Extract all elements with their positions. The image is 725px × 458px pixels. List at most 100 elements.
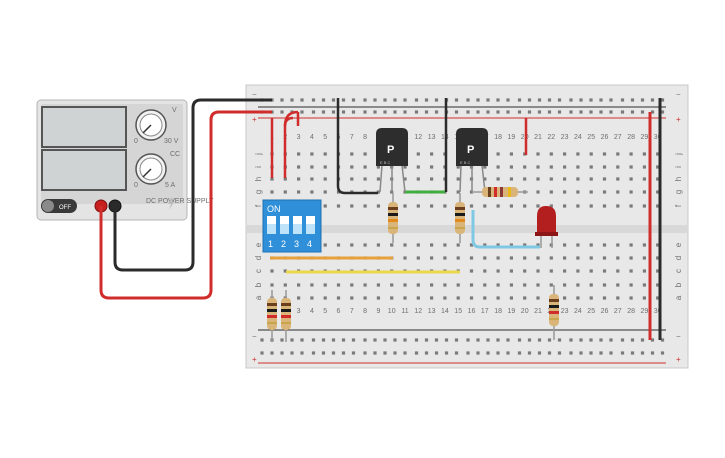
hole[interactable] [496,152,500,156]
rail-hole[interactable] [557,351,562,355]
rail-hole[interactable] [311,98,316,102]
hole[interactable] [430,165,434,169]
hole[interactable] [656,283,660,287]
hole[interactable] [549,204,553,208]
rail-hole[interactable] [609,110,613,114]
rail-hole[interactable] [620,351,625,355]
rail-hole[interactable] [557,338,562,342]
rail-hole[interactable] [599,110,603,114]
rail-hole[interactable] [311,338,316,342]
rail-hole[interactable] [640,351,645,355]
rail-hole[interactable] [569,110,573,114]
hole[interactable] [576,204,580,208]
hole[interactable] [483,256,487,260]
hole[interactable] [629,165,633,169]
rail-hole[interactable] [373,351,377,355]
hole[interactable] [523,296,527,300]
rail-hole[interactable] [383,110,387,114]
rail-hole[interactable] [496,98,500,102]
dip-toggle-2[interactable] [280,216,289,234]
rail-hole[interactable] [424,351,429,355]
rail-hole[interactable] [300,338,304,342]
rail-hole[interactable] [373,98,377,102]
hole[interactable] [363,204,367,208]
rail-hole[interactable] [640,338,645,342]
rail-hole[interactable] [486,98,490,102]
rail-hole[interactable] [300,98,304,102]
hole[interactable] [589,256,593,260]
hole[interactable] [469,296,474,300]
hole[interactable] [523,283,527,287]
hole[interactable] [563,204,567,208]
rail-hole[interactable] [424,110,429,114]
hole[interactable] [496,283,500,287]
hole[interactable] [509,283,513,287]
hole[interactable] [549,165,553,169]
rail-hole[interactable] [496,351,500,355]
hole[interactable] [629,204,633,208]
hole[interactable] [656,190,660,194]
rail-hole[interactable] [650,338,655,342]
hole[interactable] [576,165,580,169]
hole[interactable] [536,243,540,247]
hole[interactable] [629,269,633,273]
hole[interactable] [642,177,646,181]
rail-hole[interactable] [321,110,326,114]
hole[interactable] [323,177,327,181]
hole[interactable] [416,165,420,169]
hole[interactable] [642,152,646,156]
hole[interactable] [270,283,274,287]
hole[interactable] [363,243,367,247]
hole[interactable] [563,190,567,194]
rail-hole[interactable] [311,351,316,355]
rail-hole[interactable] [557,98,562,102]
rail-hole[interactable] [599,338,603,342]
rail-hole[interactable] [454,351,459,355]
hole[interactable] [456,283,460,287]
rail-hole[interactable] [640,98,645,102]
hole[interactable] [563,243,567,247]
hole[interactable] [323,152,327,156]
hole[interactable] [283,190,287,194]
hole[interactable] [350,283,354,287]
wire-black-ground[interactable] [113,98,272,272]
rail-hole[interactable] [476,110,480,114]
rail-hole[interactable] [393,351,397,355]
rail-hole[interactable] [373,110,377,114]
hole[interactable] [350,152,354,156]
hole[interactable] [642,256,646,260]
hole[interactable] [616,283,620,287]
rail-hole[interactable] [363,110,367,114]
hole[interactable] [656,256,660,260]
rail-hole[interactable] [363,351,367,355]
hole[interactable] [656,243,660,247]
rail-hole[interactable] [311,110,316,114]
rail-hole[interactable] [300,351,304,355]
rail-hole[interactable] [331,110,336,114]
rail-hole[interactable] [383,351,387,355]
hole[interactable] [403,243,407,247]
rail-hole[interactable] [506,110,510,114]
rail-hole[interactable] [517,110,522,114]
hole[interactable] [642,165,646,169]
rail-hole[interactable] [537,338,542,342]
rail-hole[interactable] [609,351,613,355]
hole[interactable] [469,256,474,260]
rail-hole[interactable] [466,110,470,114]
wire-red-supply[interactable] [99,110,272,300]
rail-hole[interactable] [341,98,346,102]
rail-hole[interactable] [466,351,470,355]
hole[interactable] [602,177,607,181]
hole[interactable] [616,204,620,208]
rail-hole[interactable] [321,98,326,102]
hole[interactable] [310,190,314,194]
hole[interactable] [576,177,580,181]
rail-hole[interactable] [579,338,583,342]
hole[interactable] [376,190,380,194]
hole[interactable] [549,256,553,260]
rail-hole[interactable] [476,351,480,355]
hole[interactable] [283,269,287,273]
resistor-horizontal[interactable] [472,187,528,197]
rail-hole[interactable] [454,110,459,114]
rail-hole[interactable] [547,98,552,102]
